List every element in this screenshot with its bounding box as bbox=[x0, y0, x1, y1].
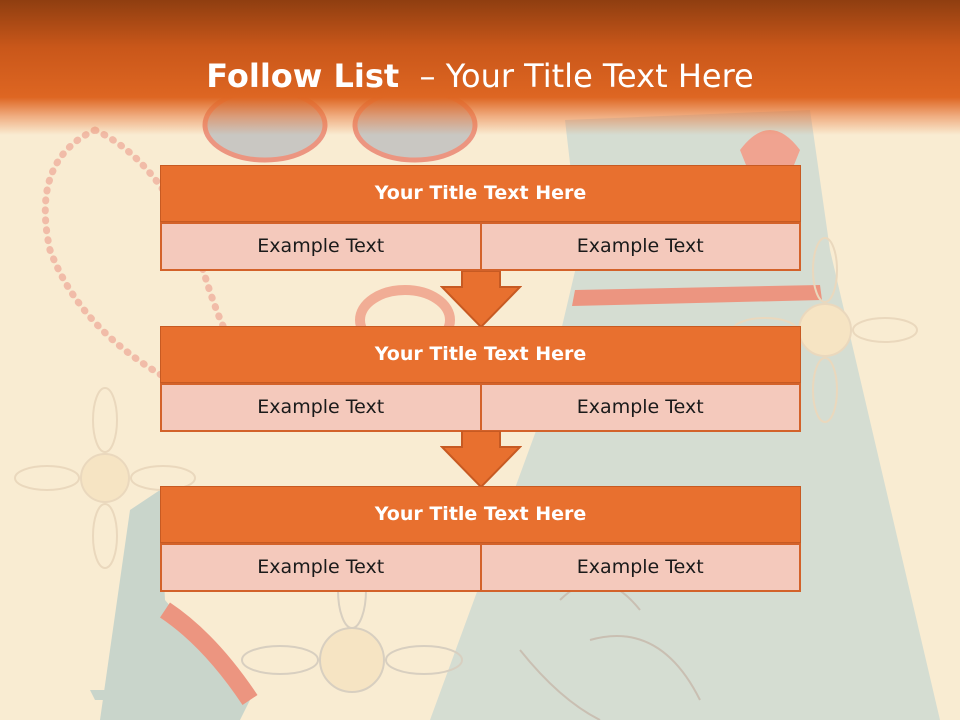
dress-strap bbox=[740, 130, 800, 175]
slide-title: Follow List – Your Title Text Here bbox=[0, 52, 960, 100]
block-title: Your Title Text Here bbox=[160, 165, 801, 222]
list-block-1: Your Title Text Here Example Text Exampl… bbox=[160, 165, 801, 271]
list-block-3: Your Title Text Here Example Text Exampl… bbox=[160, 486, 801, 592]
flower-right bbox=[732, 237, 918, 423]
block-title: Your Title Text Here bbox=[160, 326, 801, 383]
block-cell-left: Example Text bbox=[160, 383, 482, 432]
block-cell-left: Example Text bbox=[160, 222, 482, 271]
block-cell-left: Example Text bbox=[160, 543, 482, 592]
shoe-accent bbox=[159, 602, 258, 705]
slide-title-bold: Follow List bbox=[206, 57, 400, 95]
block-cell-right: Example Text bbox=[481, 543, 801, 592]
dress-belt bbox=[572, 285, 822, 306]
block-title: Your Title Text Here bbox=[160, 486, 801, 543]
block-row: Example Text Example Text bbox=[160, 222, 801, 271]
shoe-heel bbox=[90, 690, 200, 700]
slide-title-rest: – Your Title Text Here bbox=[399, 57, 754, 95]
list-block-2: Your Title Text Here Example Text Exampl… bbox=[160, 326, 801, 432]
block-row: Example Text Example Text bbox=[160, 543, 801, 592]
title-bar bbox=[0, 0, 960, 135]
block-row: Example Text Example Text bbox=[160, 383, 801, 432]
block-cell-right: Example Text bbox=[481, 222, 801, 271]
flower-left bbox=[14, 387, 196, 569]
down-arrow-2 bbox=[440, 431, 522, 489]
down-arrow-1 bbox=[440, 271, 522, 329]
block-cell-right: Example Text bbox=[481, 383, 801, 432]
